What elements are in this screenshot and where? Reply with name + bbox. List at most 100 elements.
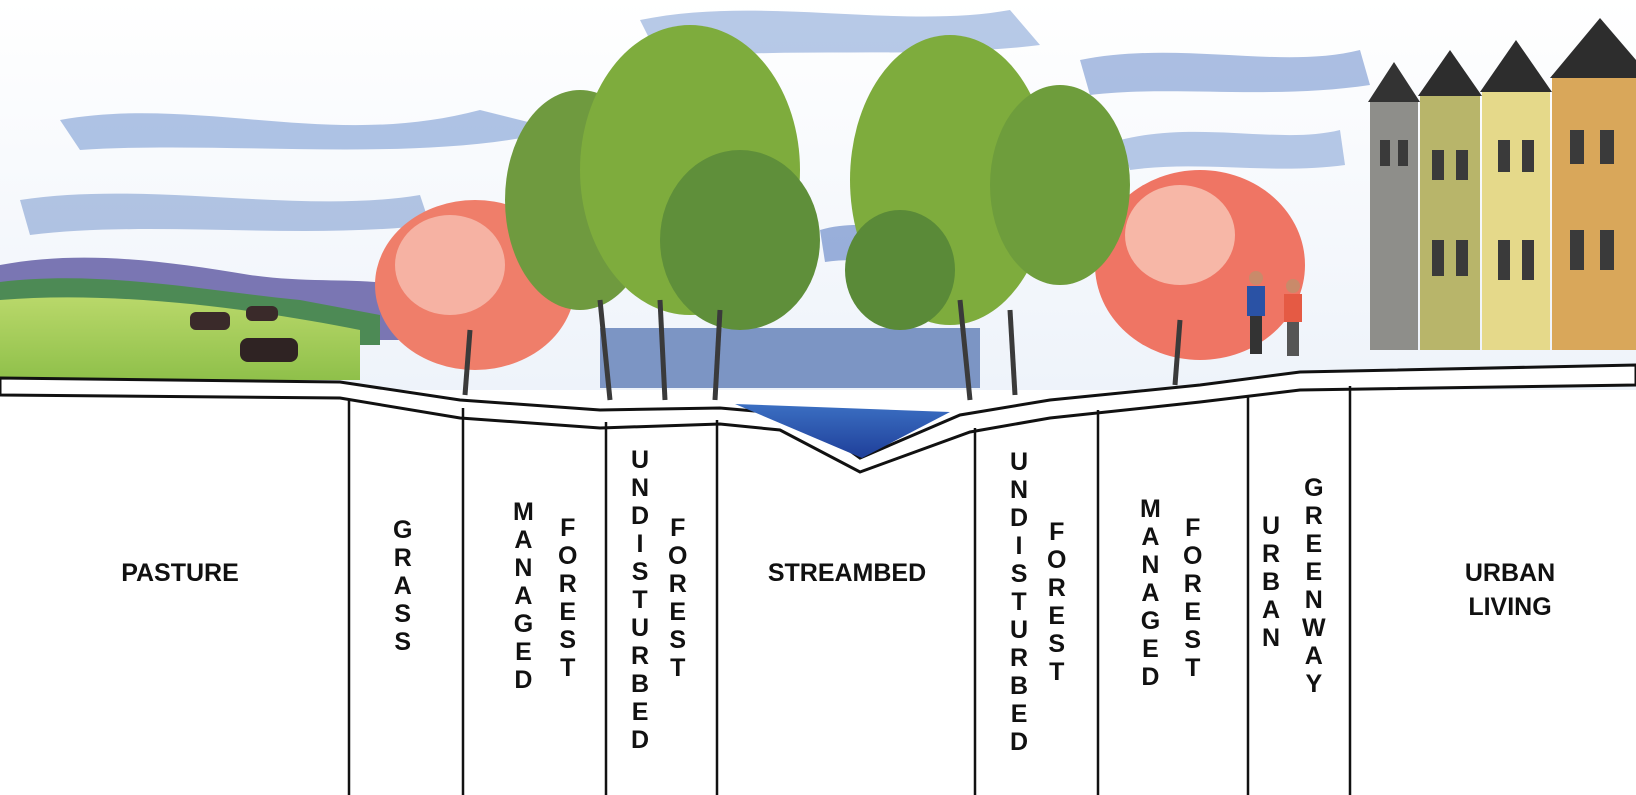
zone-label-letter: U bbox=[631, 446, 650, 474]
zone-label-letter: O bbox=[1047, 546, 1067, 574]
zone-label-letter: Y bbox=[1305, 670, 1323, 698]
zone-label-letter: U bbox=[1010, 616, 1029, 644]
zone-label-letter: G bbox=[1304, 474, 1324, 502]
zone-label-letter: S bbox=[1184, 626, 1202, 654]
zone-label-letter: U bbox=[1262, 512, 1281, 540]
zone-label-letter: D bbox=[514, 666, 533, 694]
zone-label-letter: A bbox=[393, 572, 412, 600]
zone-label-letter: O bbox=[558, 542, 578, 570]
zone-label-streambed: STREAMBED bbox=[767, 559, 927, 587]
zone-label-letter: N bbox=[631, 474, 650, 502]
zone-label-letter: S bbox=[394, 628, 412, 656]
zone-dividers bbox=[347, 386, 1352, 795]
zone-label-letter: A bbox=[1304, 642, 1323, 670]
zone-label-letter: T bbox=[632, 586, 648, 614]
zone-label-letter: R bbox=[668, 570, 687, 598]
zone-label-letter: O bbox=[668, 542, 688, 570]
zone-label-letter: B bbox=[1010, 672, 1029, 700]
zone-label-letter: R bbox=[1183, 570, 1202, 598]
zone-label-letter: D bbox=[1010, 504, 1029, 532]
zone-label-letter: F bbox=[1185, 514, 1201, 542]
zone-label-letter: G bbox=[393, 516, 413, 544]
zone-label-letter: E bbox=[631, 698, 649, 726]
zone-label-letter: T bbox=[1011, 588, 1027, 616]
zone-label-letter: A bbox=[1262, 596, 1281, 624]
zone-label-letter: R bbox=[1262, 540, 1281, 568]
zone-label-letter: R bbox=[558, 570, 577, 598]
zone-label-letter: T bbox=[1049, 658, 1065, 686]
zone-label-letter: S bbox=[1010, 560, 1028, 588]
zone-label-letter: E bbox=[669, 598, 687, 626]
zone-label-letter: M bbox=[1140, 495, 1161, 523]
stream-water bbox=[735, 404, 950, 458]
zone-label-letter: B bbox=[631, 670, 650, 698]
zone-label-letter: D bbox=[631, 726, 650, 754]
zone-label-urban-living-line2: LIVING bbox=[1468, 593, 1552, 621]
zone-label-letter: O bbox=[1183, 542, 1203, 570]
zone-label-letter: D bbox=[1141, 663, 1160, 691]
houses bbox=[1368, 18, 1636, 350]
zone-label-letter: R bbox=[1304, 502, 1323, 530]
zone-label-letter: E bbox=[515, 638, 532, 666]
zone-label-letter: R bbox=[631, 642, 650, 670]
zone-label-letter: U bbox=[631, 614, 650, 642]
zone-label-letter: I bbox=[1015, 532, 1023, 560]
zone-label-letter: N bbox=[1262, 624, 1281, 652]
zone-label-letter: G bbox=[1140, 607, 1161, 635]
zone-label-letter: S bbox=[394, 600, 412, 628]
zone-label-letter: T bbox=[560, 654, 576, 682]
zone-label-letter: R bbox=[1047, 574, 1066, 602]
cows bbox=[190, 306, 298, 362]
zone-label-letter: S bbox=[631, 558, 649, 586]
zone-label-letter: T bbox=[1185, 654, 1201, 682]
zone-label-letter: B bbox=[1262, 568, 1281, 596]
zone-label-letter: E bbox=[1305, 530, 1323, 558]
zone-label-letter: S bbox=[559, 626, 577, 654]
zone-label-letter: R bbox=[393, 544, 412, 572]
zone-label-letter: W bbox=[1302, 614, 1326, 642]
zone-label-letter: E bbox=[559, 598, 577, 626]
zone-label-letter: F bbox=[1049, 518, 1065, 546]
zone-label-letter: S bbox=[1048, 630, 1066, 658]
green-trees bbox=[505, 25, 1130, 330]
zone-label-letter: G bbox=[513, 610, 534, 638]
zone-label-letter: T bbox=[670, 654, 686, 682]
ground-surface bbox=[0, 363, 1636, 474]
zone-label-letter: A bbox=[1141, 579, 1160, 607]
zone-label-letter: A bbox=[514, 582, 533, 610]
zone-label-letter: N bbox=[1304, 586, 1323, 614]
zone-label-letter: I bbox=[636, 530, 644, 558]
zone-label-urban-living-line1: URBAN bbox=[1464, 559, 1556, 587]
zone-label-letter: F bbox=[560, 514, 576, 542]
zone-label-letter: D bbox=[1010, 728, 1029, 756]
zone-label-letter: A bbox=[1141, 523, 1160, 551]
zone-label-letter: N bbox=[514, 554, 533, 582]
zone-label-letter: M bbox=[513, 498, 534, 526]
zone-label-letter: R bbox=[1010, 644, 1029, 672]
zone-label-letter: S bbox=[669, 626, 687, 654]
zone-label-letter: N bbox=[1141, 551, 1160, 579]
zone-label-letter: U bbox=[1010, 448, 1029, 476]
zone-label-letter: F bbox=[670, 514, 686, 542]
zone-label-letter: E bbox=[1010, 700, 1028, 728]
zone-label-letter: E bbox=[1142, 635, 1159, 663]
zone-label-letter: A bbox=[514, 526, 533, 554]
background-water bbox=[600, 328, 980, 388]
zone-label-pasture: PASTURE bbox=[121, 559, 239, 587]
zone-label-letter: E bbox=[1184, 598, 1202, 626]
people-walking bbox=[1247, 271, 1302, 356]
tree-trunks bbox=[462, 299, 1183, 401]
zone-label-letter: D bbox=[631, 502, 650, 530]
